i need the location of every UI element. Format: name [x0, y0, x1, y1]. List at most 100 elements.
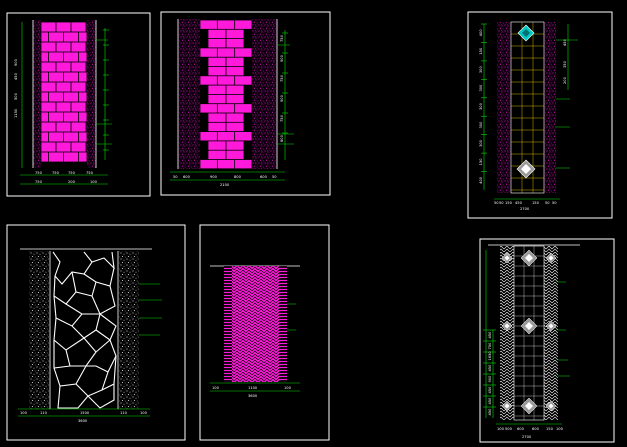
- brick: [41, 72, 49, 82]
- brick: [41, 52, 49, 62]
- panel-3-side-1: 450: [563, 38, 567, 46]
- panel-4-total: 3600: [78, 419, 88, 423]
- panel-1-frame: [6, 12, 151, 197]
- panel-1-height-1: 450: [14, 72, 18, 80]
- brick: [208, 66, 226, 76]
- panel-2-gravel-left: [178, 19, 200, 169]
- brick: [56, 42, 71, 52]
- brick: [41, 102, 56, 112]
- brick: [41, 42, 56, 52]
- diamond-core: [548, 403, 554, 409]
- panel-6-width-3: 600: [517, 427, 525, 431]
- panel-2-width-4: 800: [234, 175, 242, 179]
- brick: [48, 92, 64, 102]
- brick: [208, 57, 226, 67]
- brick: [235, 76, 252, 85]
- panel-2-brick-path: 50 600 900 800 600 50 2100 7509007509007…: [160, 11, 331, 196]
- panel-4-width-5: 100: [140, 411, 148, 415]
- diamond-core: [525, 322, 533, 330]
- panel-1-gravel-right: [87, 20, 96, 168]
- brick: [56, 102, 71, 112]
- panel-2-width-6: 50: [272, 175, 277, 179]
- brick: [217, 104, 235, 113]
- brick: [200, 104, 217, 113]
- panel-2-height-5: 750: [280, 114, 284, 122]
- panel-4-frame: [6, 224, 186, 441]
- brick: [235, 20, 252, 29]
- panel-3-height-5: 300: [479, 102, 483, 110]
- brick: [208, 122, 226, 132]
- brick: [41, 122, 56, 132]
- panel-5-width-3: 100: [284, 386, 292, 390]
- brick: [200, 20, 217, 29]
- panel-3-frame: [467, 11, 613, 219]
- brick: [56, 22, 71, 32]
- brick: [208, 29, 226, 39]
- panel-6-height-6: 450: [488, 386, 492, 394]
- brick: [200, 159, 217, 169]
- brick: [235, 104, 252, 113]
- panel-3-side-3: 200: [563, 76, 567, 84]
- panel-6-height-8: 450: [488, 408, 492, 416]
- panel-1-height-3: 1150: [14, 108, 18, 118]
- panel-5-edge-strip-right: [279, 266, 287, 382]
- panel-1-width-7: 100: [90, 180, 98, 184]
- brick: [200, 132, 217, 141]
- brick: [226, 141, 244, 150]
- diamond-core: [504, 323, 510, 329]
- brick: [63, 152, 79, 162]
- brick: [217, 159, 235, 169]
- panel-4-width-3: 1500: [80, 411, 90, 415]
- brick: [71, 102, 86, 112]
- brick: [56, 122, 71, 132]
- panel-6-width-4: 600: [532, 427, 540, 431]
- brick: [217, 76, 235, 85]
- diamond-core: [548, 323, 554, 329]
- panel-6-herring-right: [544, 246, 558, 420]
- panel-3-width-5: 150: [532, 201, 540, 205]
- brick: [208, 94, 226, 104]
- panel-1-width-1: 750: [35, 171, 43, 175]
- brick: [48, 72, 64, 82]
- brick: [56, 62, 71, 72]
- panel-2-height-2: 900: [280, 54, 284, 62]
- brick: [63, 112, 79, 122]
- panel-3-diamond-bottom: [516, 159, 536, 179]
- panel-6-herring-left: [500, 246, 514, 420]
- panel-6-width-5: 150: [546, 427, 554, 431]
- panel-5-width-1: 100: [212, 386, 220, 390]
- brick: [226, 29, 244, 39]
- brick: [41, 62, 56, 72]
- panel-3-height-1: 400: [479, 29, 483, 37]
- panel-3-height-8: 150: [479, 158, 483, 166]
- brick: [71, 82, 86, 92]
- panel-3-height-9: 400: [479, 176, 483, 184]
- brick: [217, 48, 235, 57]
- panel-2-width-5: 600: [260, 175, 268, 179]
- panel-3-diamond-top: [517, 24, 535, 42]
- brick: [226, 94, 244, 104]
- brick: [63, 92, 79, 102]
- diamond-core: [504, 255, 510, 261]
- panel-2-height-1: 750: [280, 34, 284, 42]
- brick: [41, 22, 56, 32]
- panel-6-width-2: 500: [505, 427, 513, 431]
- panel-5-edge-strip-left: [224, 266, 232, 382]
- panel-1-brick-path: 450 500 1150 900 750 750 750 750 750 200…: [6, 12, 151, 197]
- brick: [41, 152, 49, 162]
- brick: [41, 32, 49, 42]
- panel-1-width-5: 750: [35, 180, 43, 184]
- panel-3-side-2: 350: [563, 60, 567, 68]
- brick: [71, 22, 86, 32]
- panel-3-width-7: 50: [552, 201, 557, 205]
- panel-1-side-ticks: [103, 28, 109, 160]
- panel-3-gravel-right: [544, 22, 556, 193]
- brick: [200, 48, 217, 57]
- panel-2-frame: [160, 11, 331, 196]
- panel-5-width-2: 1100: [248, 386, 258, 390]
- brick: [41, 92, 49, 102]
- diamond-core: [504, 403, 510, 409]
